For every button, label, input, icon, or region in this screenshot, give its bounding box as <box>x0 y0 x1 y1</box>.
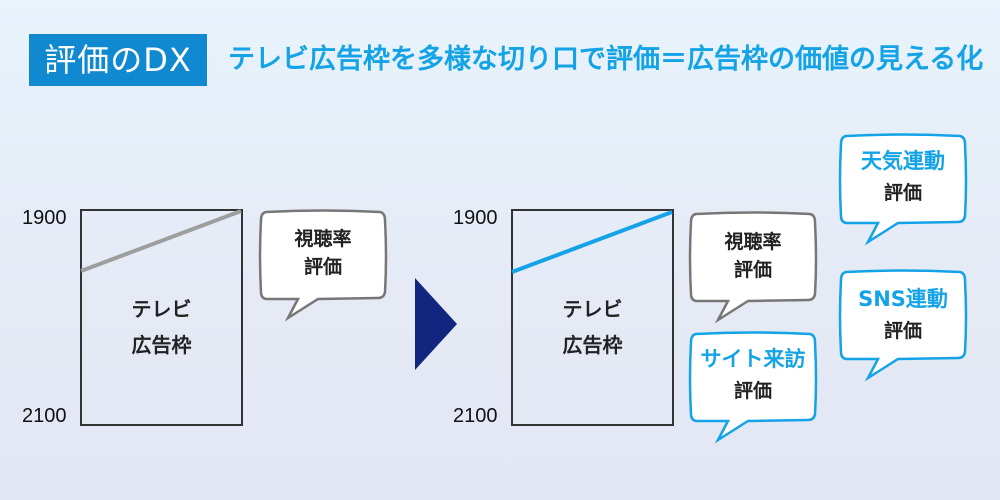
after-y-top-label: 1900 <box>453 207 498 229</box>
before-bubble-rating: 視聴率 評価 <box>258 208 388 322</box>
bubble-line-2: 評価 <box>733 259 772 281</box>
after-frame-label-2: 広告枠 <box>562 333 623 357</box>
before-y-top-label: 1900 <box>22 207 67 229</box>
transition-arrow-icon <box>415 278 457 370</box>
after-bubble-sns: SNS連動 評価 <box>838 268 968 382</box>
bubble-line-2: 評価 <box>733 380 772 402</box>
after-bubble-rating: 視聴率 評価 <box>688 210 818 324</box>
bubble-line-1: 視聴率 <box>724 231 782 253</box>
after-bubble-site-visit: サイト来訪 評価 <box>688 330 818 444</box>
bubble-line-1: 天気連動 <box>861 149 945 173</box>
before-ad-frame: テレビ 広告枠 <box>80 209 243 426</box>
bubble-line-1: SNS連動 <box>858 287 948 311</box>
headline: テレビ広告枠を多様な切り口で評価＝広告枠の価値の見える化 <box>228 44 984 75</box>
bubble-line-1: サイト来訪 <box>700 347 806 371</box>
section-badge: 評価のDX <box>29 34 207 86</box>
bubble-line-2: 評価 <box>303 256 342 278</box>
after-y-bottom-label: 2100 <box>453 405 498 427</box>
before-y-bottom-label: 2100 <box>22 405 67 427</box>
before-frame-label-2: 広告枠 <box>131 333 192 357</box>
bubble-line-2: 評価 <box>883 182 922 204</box>
after-ad-frame: テレビ 広告枠 <box>511 209 674 426</box>
before-frame-label-1: テレビ <box>131 297 192 321</box>
after-bubble-weather: 天気連動 評価 <box>838 132 968 246</box>
after-frame-label-1: テレビ <box>562 297 623 321</box>
bubble-line-2: 評価 <box>883 320 922 342</box>
bubble-line-1: 視聴率 <box>294 228 352 250</box>
